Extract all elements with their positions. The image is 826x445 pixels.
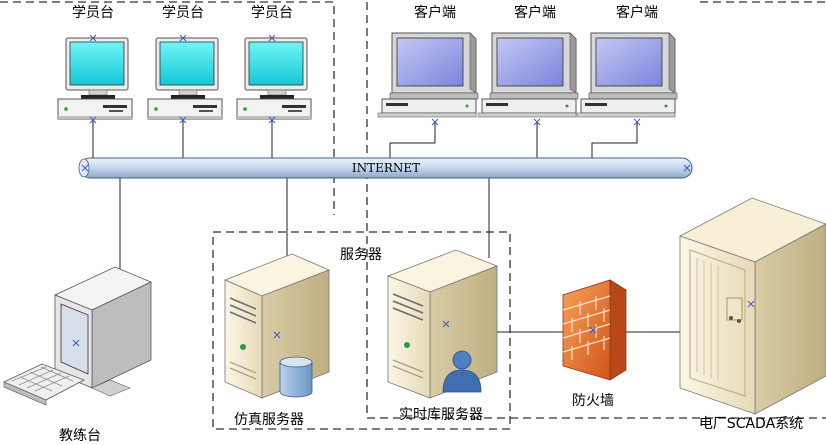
student-station-2[interactable]: 学员台 xyxy=(147,5,223,120)
user-icon xyxy=(442,350,482,393)
internet-bus[interactable]: INTERNET xyxy=(78,157,693,179)
client-station-1[interactable]: 客户端 xyxy=(377,4,479,118)
scada-label: 电厂SCADA系统 xyxy=(699,416,803,432)
rtdb-server[interactable]: 实时库服务器 xyxy=(386,249,499,423)
crt-monitor-icon xyxy=(576,32,678,118)
computer-with-keyboard-icon xyxy=(3,266,152,406)
client-label: 客户端 xyxy=(514,4,556,21)
firewall[interactable]: 防火墙 xyxy=(562,279,627,409)
database-icon xyxy=(279,356,313,398)
scada-system[interactable]: 电厂SCADA系统 xyxy=(678,197,826,432)
sim-server-label: 仿真服务器 xyxy=(234,412,304,428)
student-station-3[interactable]: 学员台 xyxy=(236,5,312,120)
rtdb-server-label: 实时库服务器 xyxy=(399,407,483,423)
connections xyxy=(92,120,687,333)
connection-point-markers xyxy=(72,34,755,347)
internet-label: INTERNET xyxy=(352,161,420,175)
crt-monitor-icon xyxy=(377,32,479,118)
client-label: 客户端 xyxy=(616,4,658,21)
client-station-3[interactable]: 客户端 xyxy=(576,4,678,118)
brick-wall-icon xyxy=(562,279,627,381)
region-borders xyxy=(0,1,826,430)
student-label: 学员台 xyxy=(162,5,204,21)
simulation-server[interactable]: 仿真服务器 xyxy=(223,253,331,428)
client-label: 客户端 xyxy=(414,4,456,21)
server-group-label: 服务器 xyxy=(340,247,382,263)
student-station-1[interactable]: 学员台 xyxy=(57,5,133,120)
server-group-border xyxy=(212,231,511,430)
crt-monitor-icon xyxy=(236,37,312,120)
crt-monitor-icon xyxy=(147,37,223,120)
student-region-border xyxy=(0,1,335,215)
client-station-2[interactable]: 客户端 xyxy=(477,4,579,118)
teacher-station[interactable]: 教练台 xyxy=(3,266,152,444)
student-label: 学员台 xyxy=(72,5,114,21)
teacher-label: 教练台 xyxy=(59,428,101,444)
crt-monitor-icon xyxy=(477,32,579,118)
student-label: 学员台 xyxy=(251,5,293,21)
tower-server-icon xyxy=(386,249,499,399)
crt-monitor-icon xyxy=(57,37,133,120)
tower-server-icon xyxy=(223,253,331,399)
tower-server-icon xyxy=(678,197,826,415)
firewall-label: 防火墙 xyxy=(572,393,614,409)
